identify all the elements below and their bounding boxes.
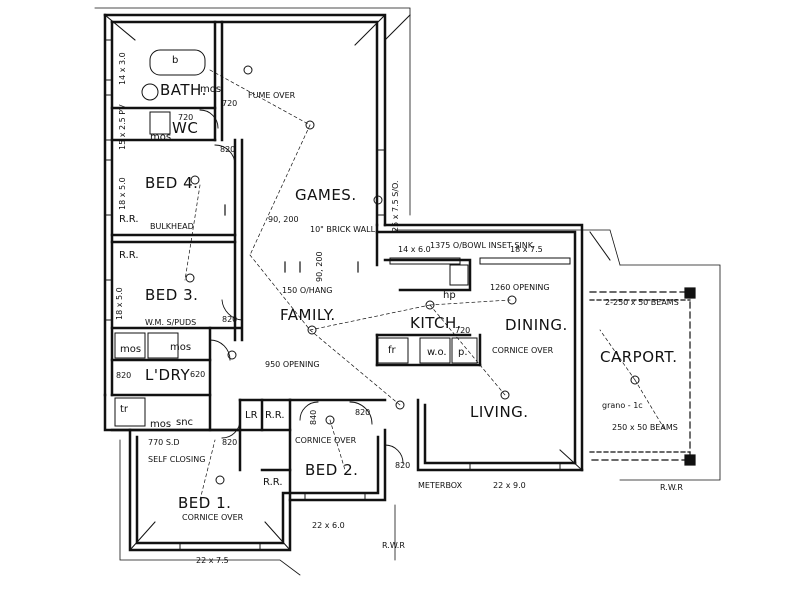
- fixture-lr: LR: [245, 410, 258, 421]
- dim-living-win: 22 x 9.0: [493, 481, 526, 490]
- dim-90-200-b: 90, 200: [315, 251, 324, 282]
- light-family: [307, 325, 317, 335]
- room-label-family: FAMILY.: [280, 306, 336, 324]
- rwr-bottom-note: R.W.R: [382, 541, 405, 550]
- switches: [224, 204, 359, 273]
- cornice-bed1-note: CORNICE OVER: [182, 513, 244, 522]
- room-label-wc: WC: [172, 119, 198, 137]
- fixture-hotplate: hp: [443, 290, 456, 301]
- room-label-bed4: BED 4.: [145, 174, 198, 192]
- dim-820-d: 820: [222, 438, 237, 447]
- room-label-bed1: BED 1.: [178, 494, 231, 512]
- fixture-rr-1: R.R.: [119, 214, 139, 225]
- room-label-dining: DINING.: [505, 316, 568, 334]
- light-bed3: [185, 273, 195, 283]
- dim-720-wc: 720: [178, 113, 193, 122]
- light-games-2: [373, 195, 383, 205]
- inset-sink-note: 1375 O/BOWL INSET SINK: [430, 241, 534, 250]
- fixture-pantry: p.: [458, 347, 468, 358]
- fixture-b: b: [172, 55, 178, 66]
- dim-bath-side: 15 x 2.5 PV: [118, 104, 127, 150]
- dim-820-c: 820: [116, 371, 131, 380]
- games-window-note: 25 x 7.5 S/O.: [391, 180, 400, 232]
- light-living-2: [395, 400, 405, 410]
- meterbox-note: METERBOX: [418, 481, 463, 490]
- dim-720-bath: 720: [222, 99, 237, 108]
- dim-620: 620: [190, 370, 205, 379]
- wm-spuds-note: W.M. S/PUDS: [145, 318, 196, 327]
- rwr-right-note: R.W.R: [660, 483, 683, 492]
- fixtures: [114, 49, 478, 427]
- door-swings: [199, 109, 404, 464]
- light-kitchen: [425, 300, 435, 310]
- windows: [104, 39, 571, 551]
- room-label-games: GAMES.: [295, 186, 357, 204]
- fixture-wall-oven: w.o.: [427, 347, 447, 358]
- carport-structure: [589, 264, 721, 481]
- room-label-kitchen: KITCH.: [410, 314, 462, 332]
- dim-840: 840: [309, 410, 318, 425]
- fixture-snc: snc: [176, 417, 193, 428]
- beams-bottom-note: 250 x 50 BEAMS: [612, 423, 678, 432]
- fixture-mos-2: mos: [150, 132, 171, 143]
- dim-820-f: 820: [395, 461, 410, 470]
- dim-820-b: 820: [222, 315, 237, 324]
- cornice-kitchen-note: CORNICE OVER: [492, 346, 554, 355]
- dim-bed2-win: 22 x 6.0: [312, 521, 345, 530]
- carport-floor-note: grano - 1c: [602, 401, 643, 410]
- dim-bed3-side: 18 x 5.0: [115, 287, 124, 320]
- room-label-carport: CARPORT.: [600, 348, 678, 366]
- room-label-bath: BATH.: [160, 81, 207, 99]
- fixture-rr-4: R.R.: [263, 477, 283, 488]
- room-label-bed3: BED 3.: [145, 286, 198, 304]
- roof-lines: [94, 7, 621, 576]
- dim-820-e: 820: [355, 408, 370, 417]
- light-bed1: [215, 475, 225, 485]
- bulkhead-note: BULKHEAD: [150, 222, 194, 231]
- fixture-mos-5: mos: [120, 344, 141, 355]
- light-points: [185, 65, 640, 485]
- brick-wall-note: 10" BRICK WALL: [310, 225, 376, 234]
- room-label-bed2: BED 2.: [305, 461, 358, 479]
- dim-dining-win: 18 x 7.5: [510, 245, 543, 254]
- dim-top-left: 14 x 3.0: [118, 52, 127, 85]
- cornice-bed2-note: CORNICE OVER: [295, 436, 357, 445]
- light-games: [305, 120, 315, 130]
- dim-bed1-win: 22 x 7.5: [196, 556, 229, 565]
- light-bath: [243, 65, 253, 75]
- light-living: [500, 390, 510, 400]
- dim-770: 770 S.D: [148, 438, 180, 447]
- fixture-mos-1: mos: [200, 84, 221, 95]
- dim-kitchen-win: 14 x 6.0: [398, 245, 431, 254]
- opening-150-note: 150 O/HANG: [282, 286, 332, 295]
- opening-1260-note: 1260 OPENING: [490, 283, 550, 292]
- fixture-tr: tr: [120, 404, 129, 415]
- fixture-fridge: fr: [388, 345, 397, 356]
- fixture-mos-4: mos: [150, 419, 171, 430]
- interior-walls: [110, 20, 482, 502]
- dim-820-a: 820: [220, 145, 235, 154]
- fume-over-note: FUME OVER: [248, 91, 296, 100]
- fixture-rr-3: R.R.: [265, 410, 285, 421]
- wiring: [184, 69, 666, 501]
- beams-top-note: 2-250 x 50 BEAMS: [605, 298, 679, 307]
- self-closing-note: SELF CLOSING: [148, 455, 205, 464]
- light-bed2: [325, 415, 335, 425]
- room-label-laundry: L'DRY: [145, 366, 190, 384]
- dim-90-200-a: 90, 200: [268, 215, 299, 224]
- light-laundry: [227, 350, 237, 360]
- dim-720-kitchen: 720: [455, 326, 470, 335]
- fixture-mos-3: mos: [170, 342, 191, 353]
- fixture-rr-2: R.R.: [119, 250, 139, 261]
- light-carport: [630, 375, 640, 385]
- light-bed4: [190, 175, 200, 185]
- room-label-living: LIVING.: [470, 403, 529, 421]
- light-dining: [507, 295, 517, 305]
- opening-950-note: 950 OPENING: [265, 360, 320, 369]
- dim-bed4-side: 18 x 5.0: [118, 177, 127, 210]
